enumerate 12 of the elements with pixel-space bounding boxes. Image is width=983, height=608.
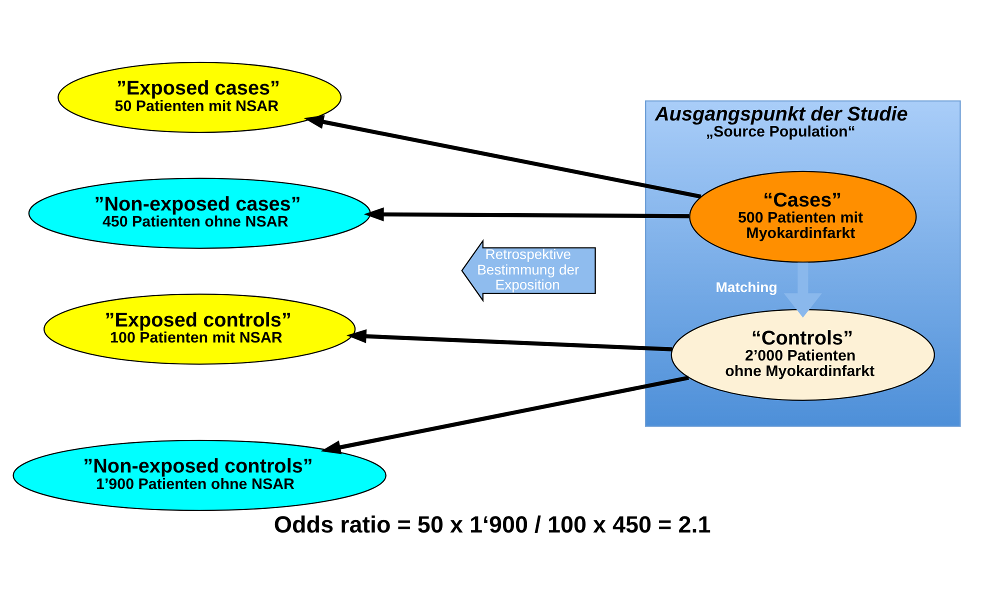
arrow [304, 115, 702, 199]
node-ellipse: ”Exposed cases” 50 Patienten mit NSAR [58, 62, 342, 134]
edge-label: Matching [716, 279, 778, 296]
arrow [364, 207, 690, 222]
arrow [784, 262, 822, 318]
node-ellipse: ”Non-exposed cases” 450 Patienten ohne NSAR [28, 178, 371, 249]
arrow [320, 376, 690, 454]
caption: Odds ratio = 50 x 1‘900 / 100 x 450 = 2.1 [274, 511, 711, 538]
node-ellipse: “Cases” 500 Patienten mit Myokardinfarkt [689, 170, 917, 263]
node-ellipse: “Controls” 2’000 Patienten ohne Myokardinfarkt [670, 308, 935, 401]
arrow [346, 329, 672, 352]
node-ellipse: ”Exposed controls” 100 Patienten mit NSAR [44, 294, 356, 365]
